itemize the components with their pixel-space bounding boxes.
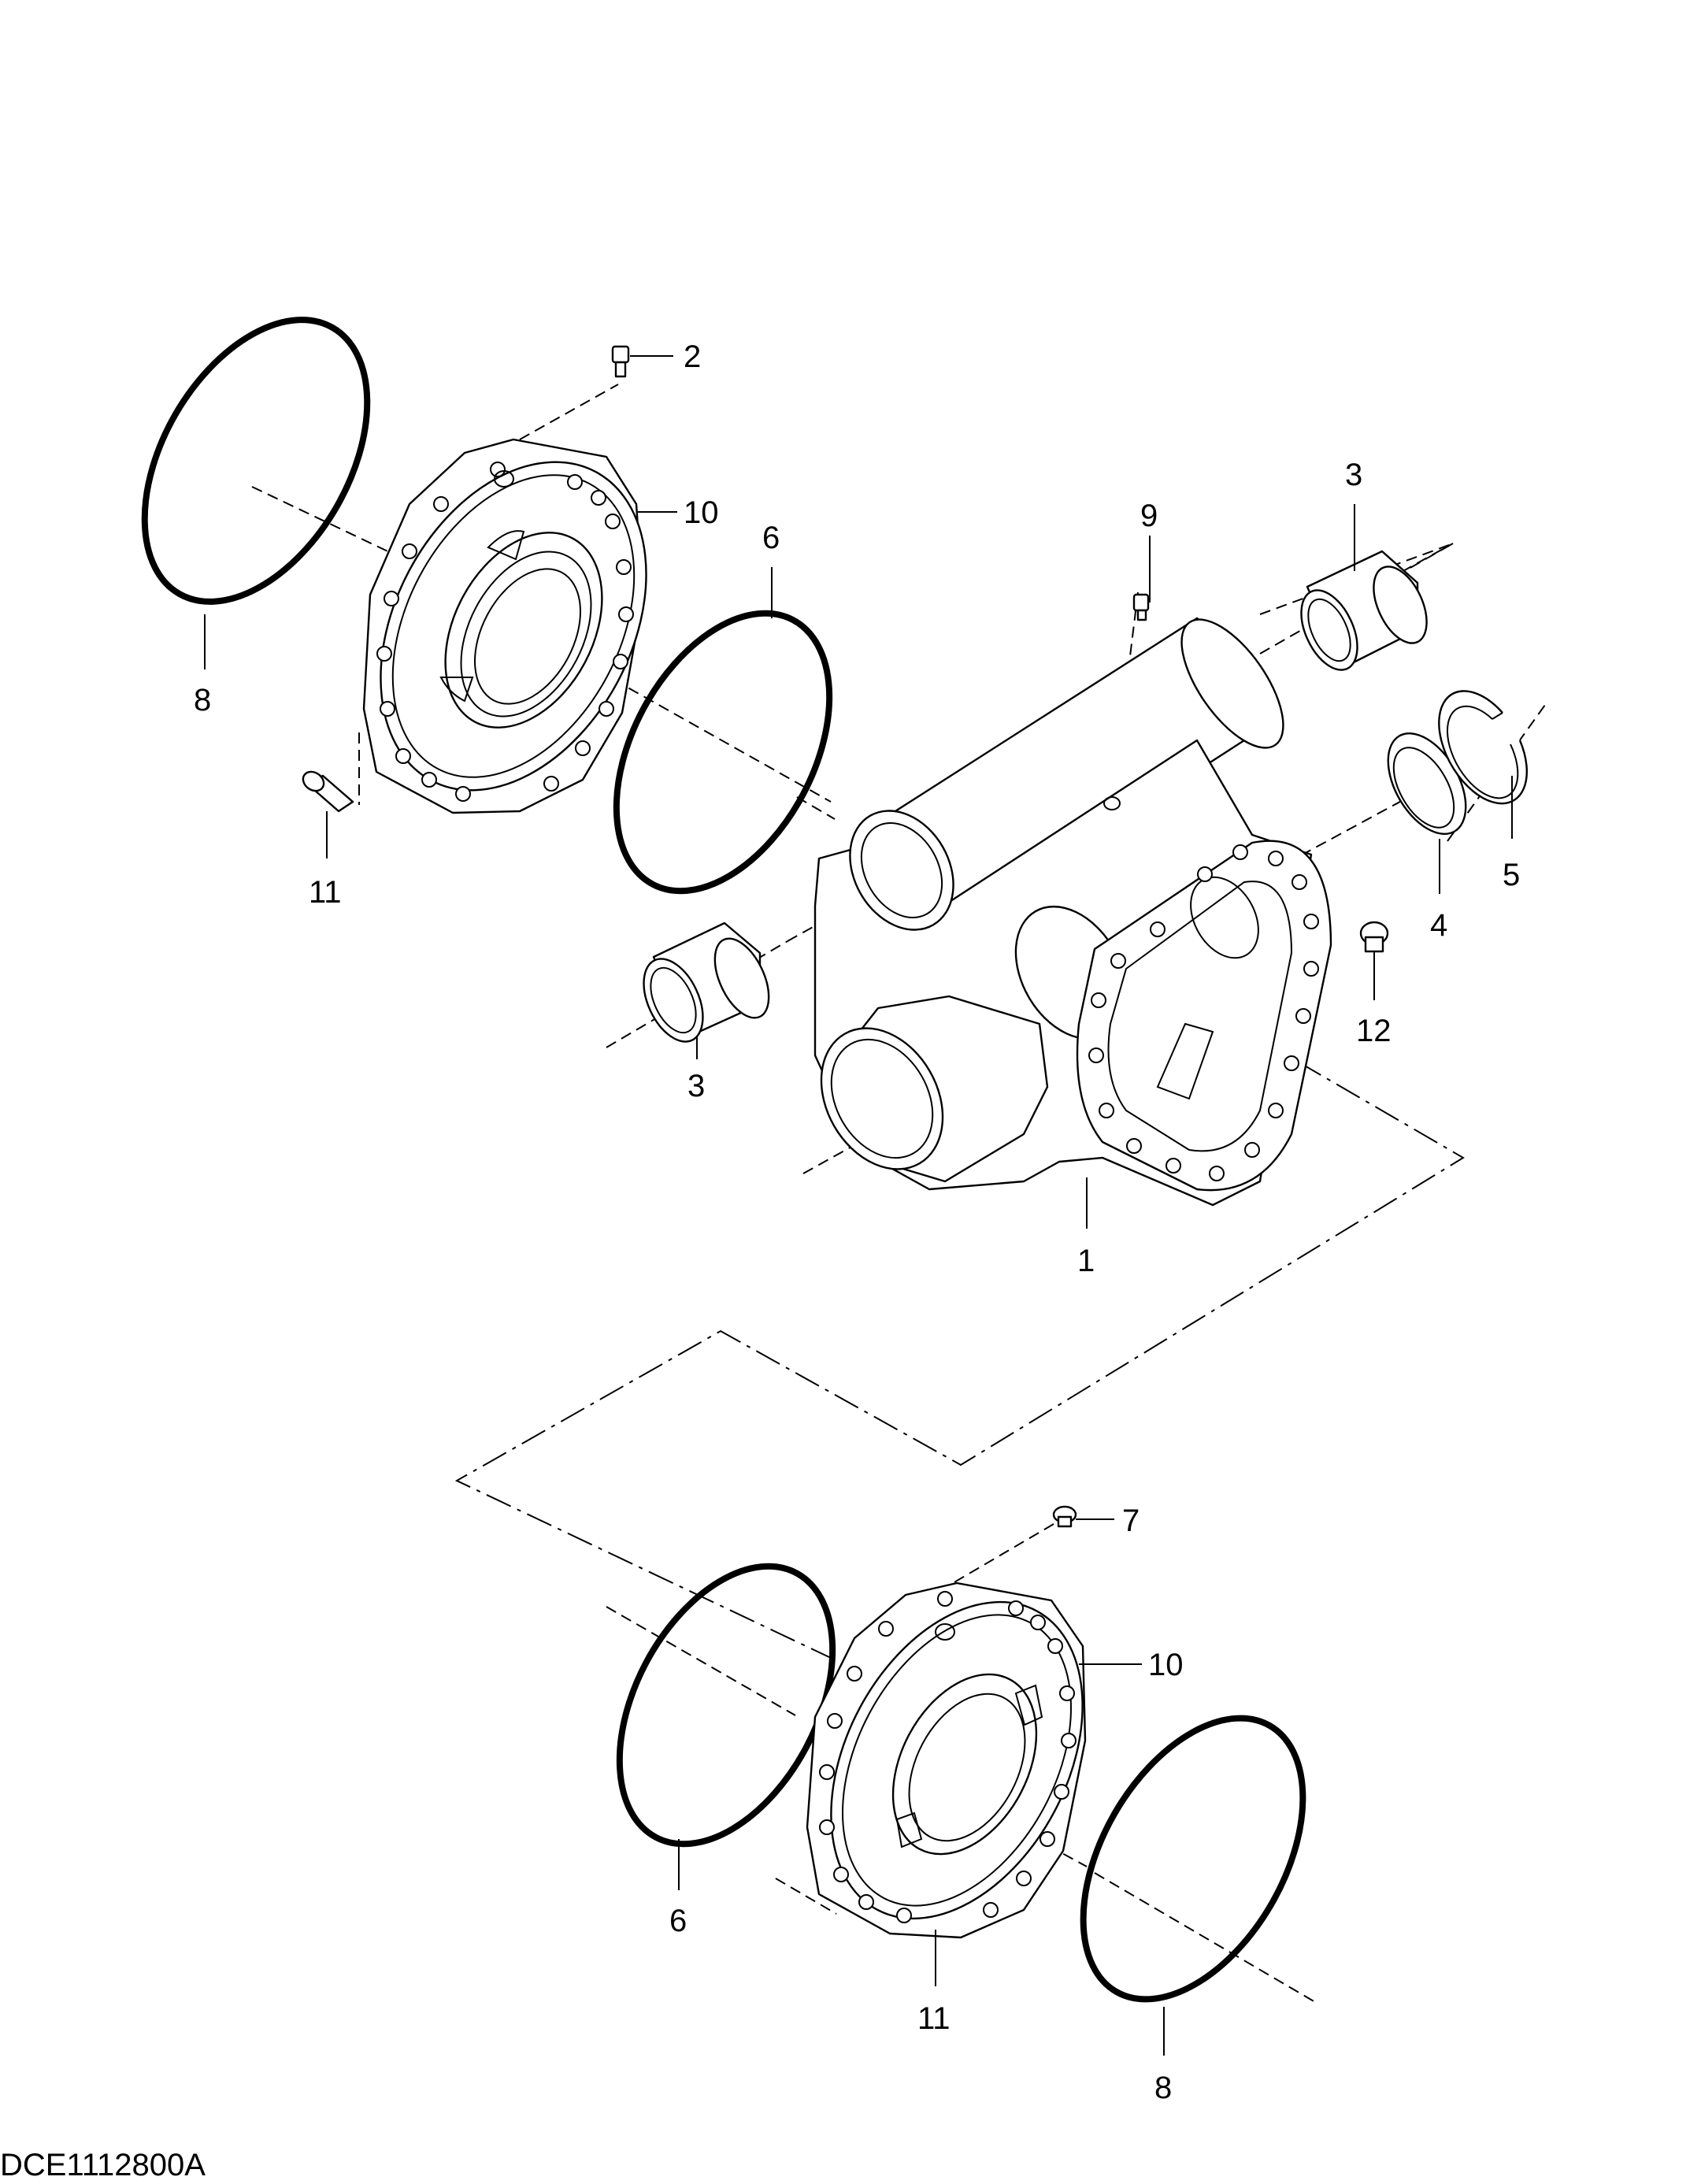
callout-9: 9 [1140,499,1158,533]
callout-11-top: 11 [309,875,342,910]
callout-6-top: 6 [762,521,780,555]
o-ring-6-top [613,610,833,895]
leader-lines [204,355,1513,2056]
plug-2 [611,345,630,378]
housing-1 [813,617,1332,1207]
callout-labels: 2 10 6 8 11 9 3 4 5 12 3 1 7 10 6 11 8 [194,339,1520,2105]
callout-10-top: 10 [684,495,719,530]
bolt-11-top [302,770,354,813]
callout-4: 4 [1430,908,1447,943]
bolt-holes [376,462,634,802]
lower-bolt-holes [819,1591,1077,1923]
callout-10-bottom: 10 [1148,1648,1184,1682]
snap-ring-5 [1438,690,1529,805]
callout-3-lower: 3 [687,1069,705,1103]
callout-5: 5 [1503,858,1520,892]
callout-6-bottom: 6 [669,1904,687,1938]
callout-3-upper: 3 [1345,458,1362,492]
plug-12 [1359,921,1389,953]
callout-2: 2 [684,339,701,374]
o-ring-8-bottom [1080,1715,1306,2003]
flange-bolt-holes [1088,844,1319,1181]
bushing-3-upper [1300,550,1428,671]
callout-11-bottom: 11 [917,2001,951,2036]
callout-8-top: 8 [194,683,211,717]
callout-8-bottom: 8 [1154,2071,1172,2105]
drawing-code: DCE1112800A [0,2148,206,2182]
cover-plate-10-top [362,438,647,814]
fitting-9 [1132,593,1150,621]
plug-7 [1052,1505,1077,1528]
bushing-3-lower [643,921,770,1043]
callout-1: 1 [1077,1244,1095,1278]
o-ring-8-top [141,317,371,605]
callout-12: 12 [1356,1014,1392,1048]
seal-ring-4 [1387,732,1467,836]
o-ring-6-bottom [616,1563,836,1848]
callout-7: 7 [1122,1504,1140,1538]
cover-plate-10-bottom [806,1581,1087,1939]
